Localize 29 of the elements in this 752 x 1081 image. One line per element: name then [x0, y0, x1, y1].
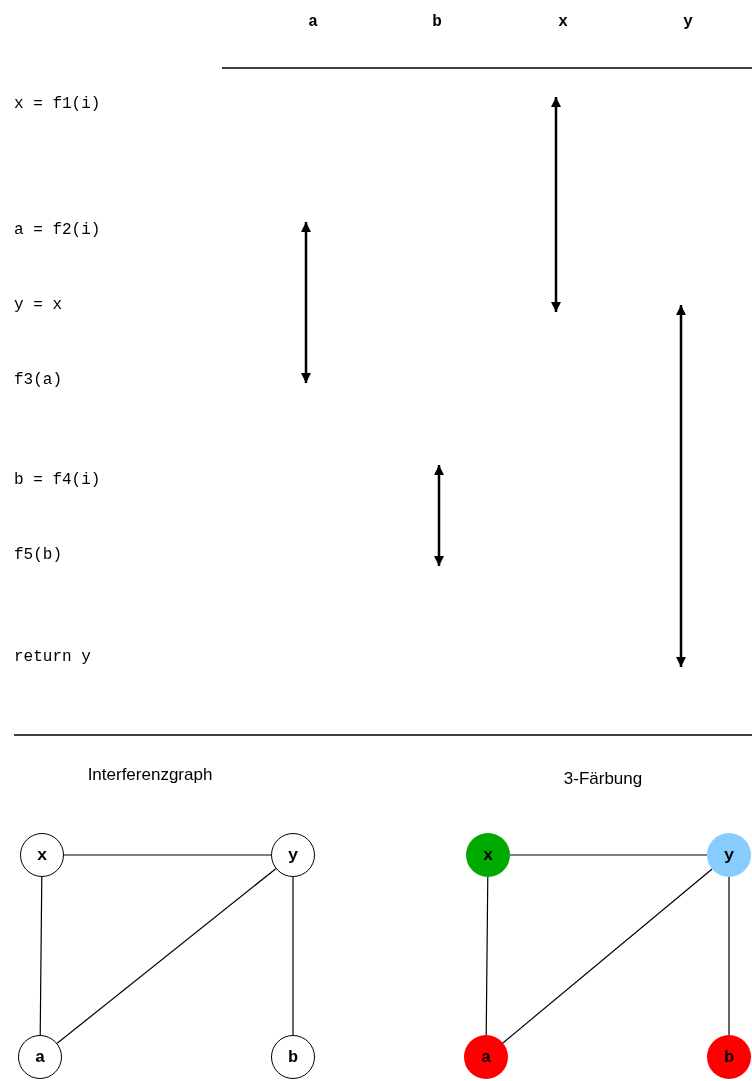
graph-edge	[63, 854, 272, 856]
graph-vertex: a	[18, 1035, 62, 1079]
colored-vertex: a	[464, 1035, 508, 1079]
graph-edge	[56, 868, 277, 1044]
graph-edge	[39, 876, 43, 1036]
graph-edge	[509, 854, 708, 856]
column-header: x	[558, 12, 568, 32]
code-line: y = x	[14, 295, 62, 315]
graph-vertex: b	[271, 1035, 315, 1079]
column-header: b	[432, 12, 442, 32]
graph-edge	[292, 876, 294, 1036]
code-line: b = f4(i)	[14, 470, 101, 490]
code-line: f5(b)	[14, 545, 62, 565]
code-line: a = f2(i)	[14, 220, 101, 240]
column-header: y	[683, 12, 693, 32]
graph-title: Interferenzgraph	[87, 765, 213, 785]
colored-vertex: b	[707, 1035, 751, 1079]
colored-vertex: x	[466, 833, 510, 877]
graph-vertex: x	[20, 833, 64, 877]
column-header: a	[308, 12, 318, 32]
graph-vertex: y	[271, 833, 315, 877]
code-line: x = f1(i)	[14, 94, 101, 114]
graph-edge	[502, 868, 713, 1044]
graph-edge	[728, 876, 730, 1036]
graph-edge	[485, 876, 489, 1036]
code-line: return y	[14, 647, 91, 667]
colored-vertex: y	[707, 833, 751, 877]
code-line: f3(a)	[14, 370, 62, 390]
graph-title: 3-Färbung	[563, 769, 643, 789]
